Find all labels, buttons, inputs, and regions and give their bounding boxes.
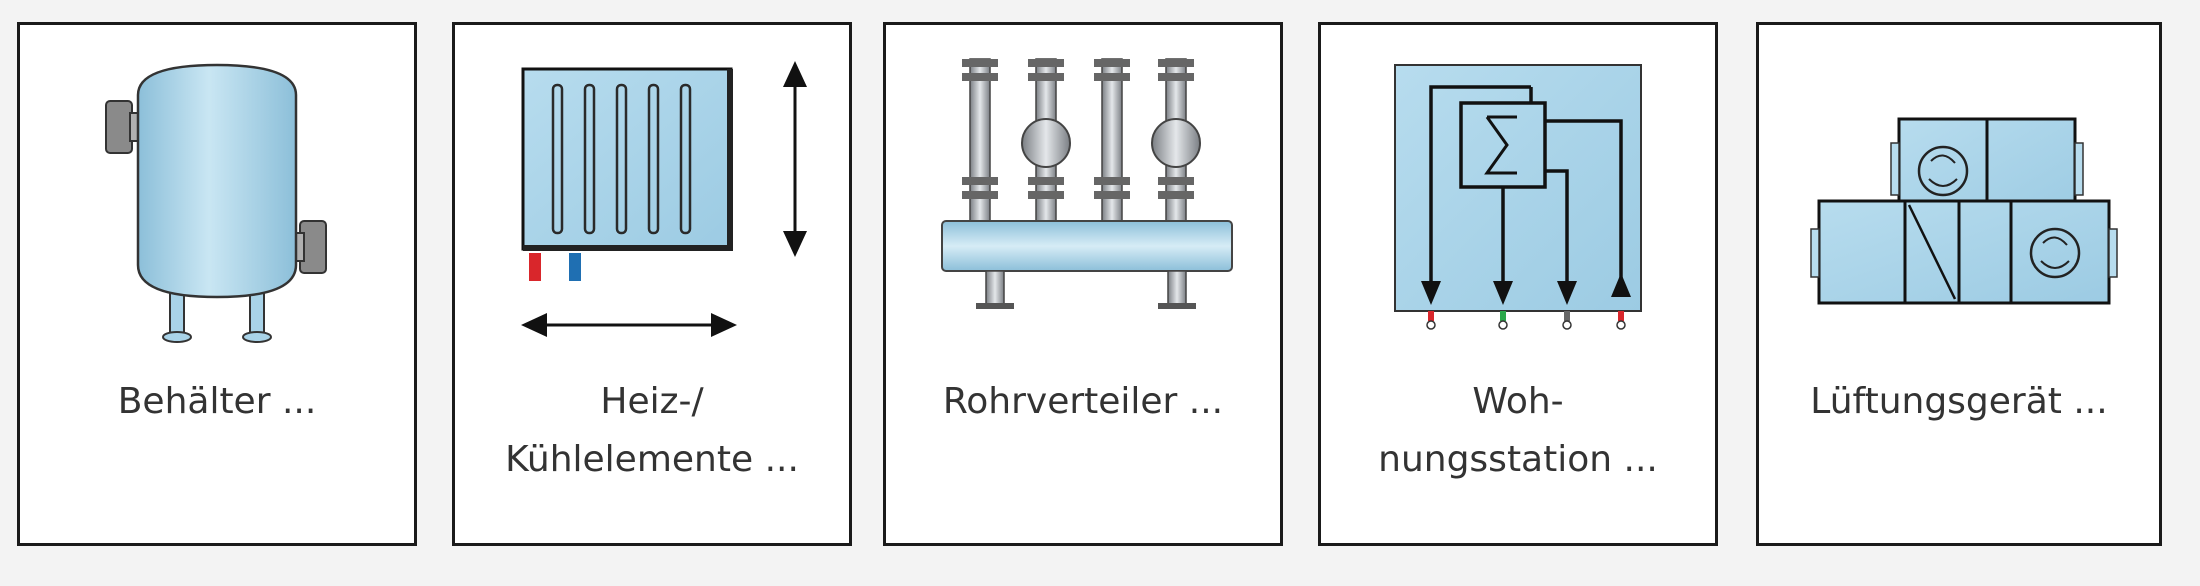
- tile-label: Woh- nungsstation ...: [1378, 381, 1658, 480]
- tile-label: Lüftungsgerät ...: [1810, 381, 2108, 422]
- ventilation-unit-icon: [1810, 117, 2118, 305]
- tile-heating-cooling-elements[interactable]: Heiz-/ Kühlelemente ...: [452, 22, 852, 546]
- risers: [962, 58, 1201, 250]
- tile-label: Heiz-/ Kühlelemente ...: [505, 381, 799, 480]
- pipe-distributor-icon: [941, 58, 1233, 309]
- tile-apartment-station[interactable]: Woh- nungsstation ...: [1318, 22, 1718, 546]
- tile-pipe-distributor[interactable]: Rohrverteiler ...: [883, 22, 1283, 546]
- radiator-icon: [521, 61, 807, 337]
- tile-label: Rohrverteiler ...: [942, 381, 1224, 422]
- tile-ventilation-unit[interactable]: Lüftungsgerät ...: [1756, 22, 2162, 546]
- tank-icon: [105, 63, 327, 343]
- tile-label: Behälter ...: [117, 381, 317, 422]
- apartment-station-icon: [1394, 64, 1642, 330]
- tile-tank[interactable]: Behälter ...: [17, 22, 417, 546]
